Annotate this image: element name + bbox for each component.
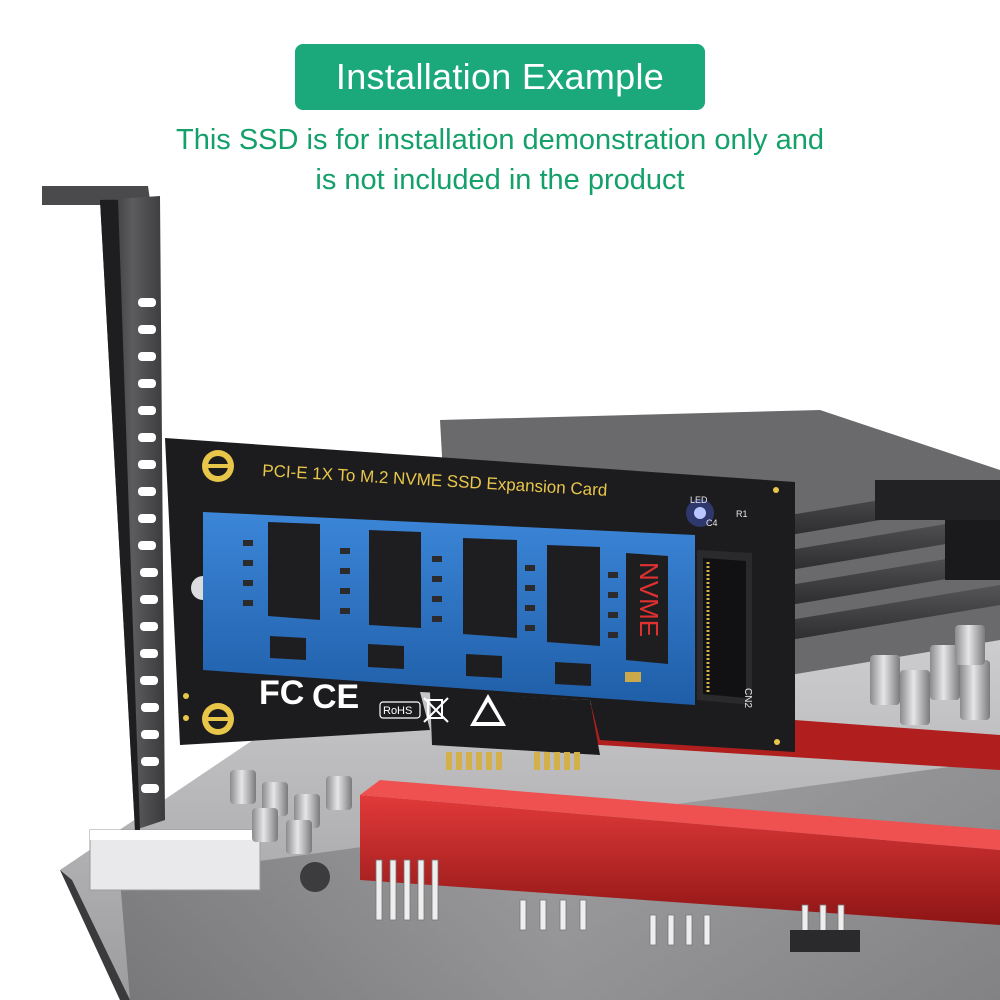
bracket-vents <box>138 298 159 793</box>
esd-warning-icon <box>470 694 506 726</box>
fc-mark: FC <box>259 674 304 712</box>
pci-bracket <box>42 186 165 830</box>
title-banner: Installation Example <box>295 44 705 110</box>
ce-mark: CE <box>312 678 359 716</box>
rohs-mark: RoHS <box>383 705 412 717</box>
r1-label: R1 <box>736 509 748 519</box>
header-pins <box>375 859 860 952</box>
capacitors-left <box>230 770 352 892</box>
ssd-chips <box>268 522 600 686</box>
cn2-label: CN2 <box>742 688 753 708</box>
capacitors-right <box>870 625 990 725</box>
subtitle-line-1: This SSD is for installation demonstrati… <box>176 124 824 156</box>
c4-label: C4 <box>706 518 718 528</box>
led-label: LED <box>690 495 708 505</box>
ssd-nvme-label: NVME <box>634 562 664 637</box>
ssd-passives <box>243 540 641 682</box>
weee-icon <box>423 697 449 723</box>
subtitle-line-2: is not included in the product <box>315 164 685 196</box>
nvme-ssd: NVME <box>203 512 695 705</box>
